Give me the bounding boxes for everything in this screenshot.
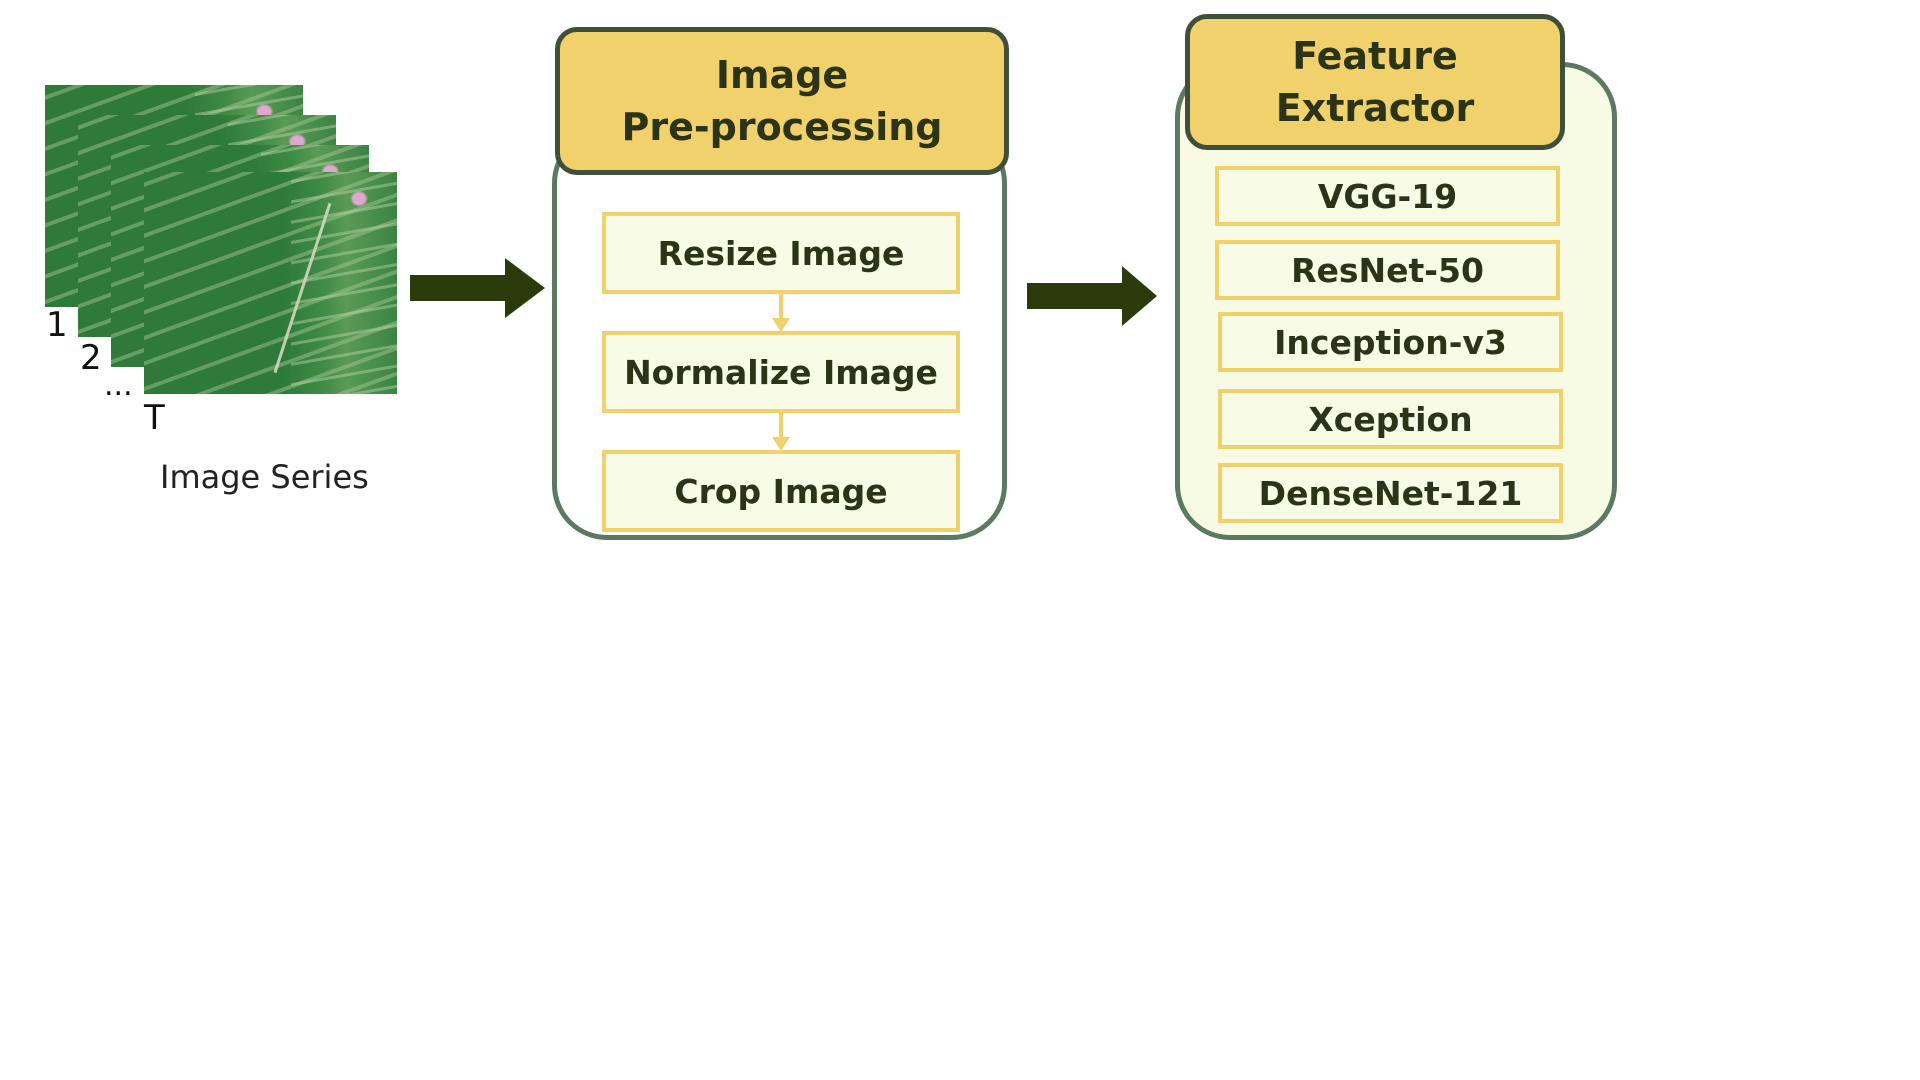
model-resnet50: ResNet-50: [1215, 240, 1560, 300]
model-densenet121: DenseNet-121: [1218, 463, 1563, 523]
feature-extractor-header: Feature Extractor: [1185, 14, 1565, 150]
feature-extractor-title-line2: Extractor: [1275, 86, 1475, 130]
image-frame-4: [144, 172, 397, 394]
step-normalize-image: Normalize Image: [602, 331, 960, 413]
series-label-t: T: [144, 398, 165, 438]
step-arrow-2: [772, 413, 790, 451]
preprocessing-title-line2: Pre-processing: [621, 105, 943, 149]
flow-arrow-2: [1027, 266, 1157, 326]
series-caption: Image Series: [160, 458, 369, 496]
model-vgg19: VGG-19: [1215, 166, 1560, 226]
series-label-ellipsis: ...: [104, 368, 133, 403]
model-inception-v3: Inception-v3: [1218, 312, 1563, 372]
feature-extractor-title-line1: Feature: [1292, 34, 1458, 78]
preprocessing-header: Image Pre-processing: [555, 27, 1009, 175]
preprocessing-title-line1: Image: [715, 53, 849, 97]
series-label-1: 1: [46, 305, 68, 345]
step-resize-image: Resize Image: [602, 212, 960, 294]
step-arrow-1: [772, 294, 790, 332]
flow-arrow-1: [410, 258, 545, 318]
step-crop-image: Crop Image: [602, 450, 960, 532]
series-label-2: 2: [80, 338, 102, 378]
model-xception: Xception: [1218, 389, 1563, 449]
